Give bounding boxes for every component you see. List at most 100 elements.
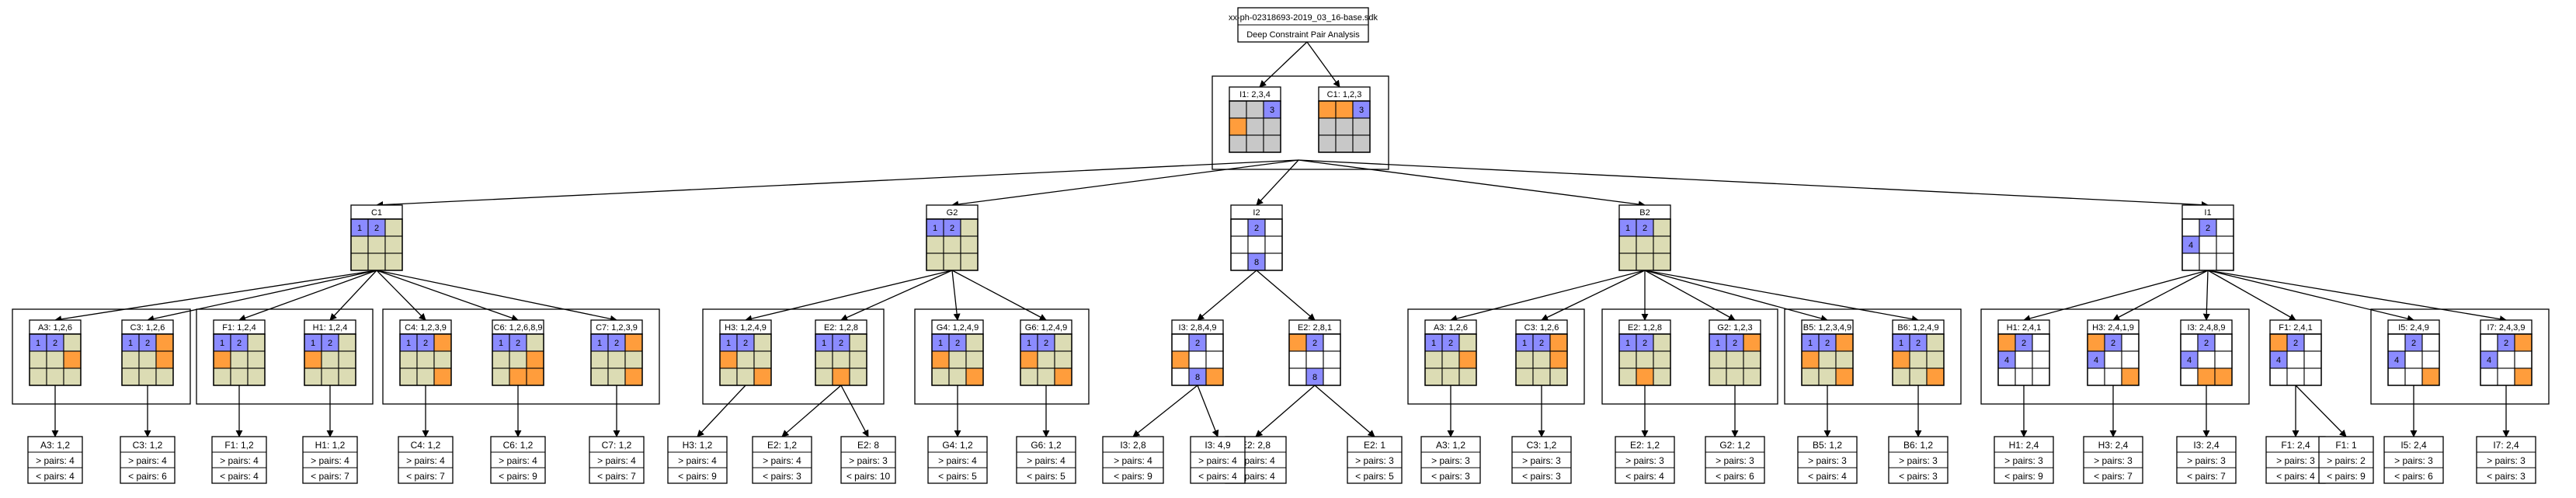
edge-level1-level2 <box>1541 270 1646 321</box>
edge-level1-level2 <box>1644 270 1919 323</box>
leaf-node: C6: 1,2> pairs: 4< pairs: 9 <box>490 436 546 484</box>
leaf-greater-pairs: > pairs: 4 <box>597 455 636 466</box>
grid-cell <box>2514 350 2533 369</box>
grid-cell <box>2214 367 2233 386</box>
grid-cell <box>1997 367 2016 386</box>
grid-cell <box>1229 134 1247 153</box>
edge-root-top <box>1306 41 1340 88</box>
node-label: F1: 1,2,4 <box>222 323 256 333</box>
level2-group <box>12 308 191 405</box>
grid-border <box>304 333 356 386</box>
edge-level1-level2 <box>1197 270 1257 321</box>
grid-border <box>1230 218 1283 271</box>
grid-cell <box>138 350 157 369</box>
grid-cell <box>1653 218 1671 237</box>
node-label: A3: 1,2,6 <box>1434 323 1468 333</box>
cell-digit: 2 <box>2111 339 2115 348</box>
leaf-box <box>2476 436 2536 484</box>
leaf-title: F1: 1 <box>2335 440 2357 451</box>
leaf-greater-pairs: > pairs: 3 <box>1625 455 1664 466</box>
grid-cell <box>1305 350 1324 369</box>
node-label: C1 <box>371 208 382 218</box>
grid-cell <box>492 350 510 369</box>
grid-cell <box>433 350 452 369</box>
leaf-title: C4: 1,2 <box>411 440 441 451</box>
grid-cell <box>526 333 544 352</box>
leaf-greater-pairs: > pairs: 3 <box>1808 455 1847 466</box>
grid-cell <box>2199 235 2217 254</box>
leaf-node: G4: 1,2> pairs: 4< pairs: 5 <box>927 436 988 484</box>
grid-cell <box>736 350 755 369</box>
node-label: H1: 2,4,1 <box>2007 323 2042 333</box>
grid-cell <box>1835 367 1854 386</box>
grid-cell <box>943 235 961 254</box>
leaf-greater-pairs: > pairs: 4 <box>1114 455 1152 466</box>
leaf-greater-pairs: > pairs: 4 <box>763 455 801 466</box>
leaf-node: G2: 1,2> pairs: 3< pairs: 6 <box>1705 436 1765 484</box>
node-label: G6: 1,2,4,9 <box>1025 323 1067 333</box>
node-label: C1: 1,2,3 <box>1327 90 1362 99</box>
leaf-greater-pairs: > pairs: 3 <box>1431 455 1470 466</box>
leaf-box <box>1705 436 1765 484</box>
grid-cell <box>1054 333 1072 352</box>
cell-digit: 1 <box>1899 339 1903 348</box>
leaf-less-pairs: < pairs: 6 <box>1716 471 1754 482</box>
leaf-title: I3: 4,9 <box>1205 440 1231 451</box>
edge-level1-level2 <box>2207 270 2296 321</box>
grid-cell <box>1653 367 1671 386</box>
grid-cell <box>526 367 544 386</box>
grid-border <box>1515 333 1568 386</box>
leaf-title: C6: 1,2 <box>503 440 534 451</box>
grid-cell <box>1352 134 1371 153</box>
grid-cell <box>1515 367 1534 386</box>
edge-level1-level2 <box>2112 270 2209 321</box>
grid-border <box>931 333 984 386</box>
grid-cell <box>1054 367 1072 386</box>
leaf-title: E2: 1,2 <box>767 440 797 451</box>
leaf-greater-pairs: > pairs: 3 <box>2394 455 2433 466</box>
leaf-box <box>398 436 454 484</box>
grid-cell <box>1532 350 1551 369</box>
grid-cell <box>815 367 833 386</box>
grid-cell <box>247 350 266 369</box>
grid-cell <box>2480 367 2498 386</box>
cell-digit: 1 <box>726 339 731 348</box>
grid-cell <box>2015 350 2033 369</box>
grid-cell <box>926 235 944 254</box>
cell-digit: 1 <box>1431 339 1436 348</box>
leaf-node: C3: 1,2> pairs: 4< pairs: 6 <box>120 436 176 484</box>
grid-cell <box>433 333 452 352</box>
grid-cell <box>832 350 850 369</box>
grid-cell <box>1205 367 1224 386</box>
edge-level1-level2 <box>1644 270 1828 322</box>
grid-cell <box>1171 367 1190 386</box>
cell-digit: 1 <box>406 339 411 348</box>
leaf-node: C3: 1,2> pairs: 3< pairs: 3 <box>1511 436 1572 484</box>
leaf-box <box>302 436 358 484</box>
edge-level1-level2 <box>376 270 426 321</box>
leaf-node: C7: 1,2> pairs: 4< pairs: 7 <box>589 436 645 484</box>
grid-cell <box>624 350 643 369</box>
leaf-less-pairs: < pairs: 7 <box>2094 471 2133 482</box>
grid-cell <box>1171 350 1190 369</box>
grid-cell <box>1926 350 1945 369</box>
cell-digit: 2 <box>955 339 960 348</box>
edge-level1-level2 <box>1644 270 1736 321</box>
grid-cell <box>29 367 47 386</box>
grid-cell <box>138 367 157 386</box>
grid-cell <box>509 367 527 386</box>
grid-border <box>2181 218 2234 271</box>
level2-group <box>1980 308 2250 405</box>
node-label: C4: 1,2,3,9 <box>405 323 447 333</box>
grid-cell <box>492 367 510 386</box>
cell-digit: 8 <box>1312 373 1317 382</box>
grid-cell <box>1926 333 1945 352</box>
leaf-greater-pairs: > pairs: 2 <box>2327 455 2366 466</box>
grid-border <box>815 333 867 386</box>
node-label: A3: 1,2,6 <box>38 323 72 333</box>
